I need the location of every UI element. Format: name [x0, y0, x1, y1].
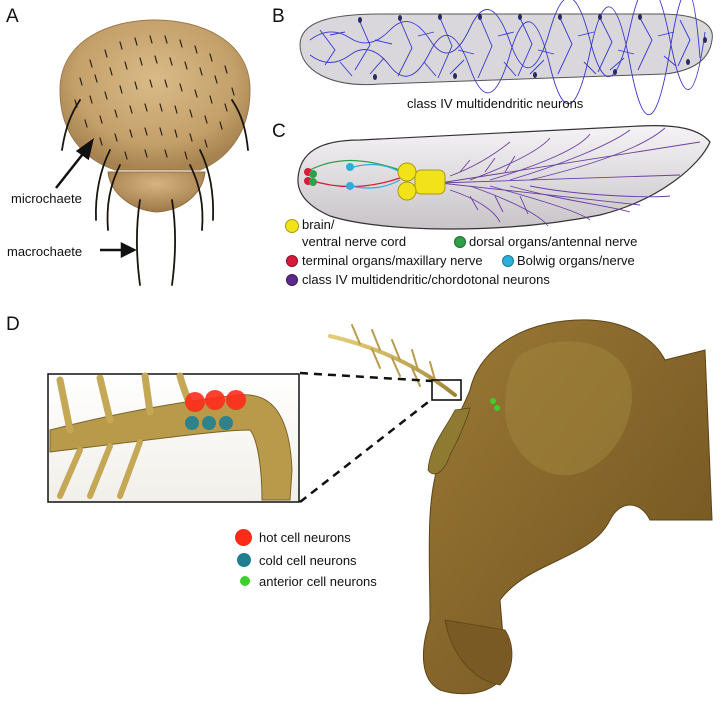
larva-body-b	[299, 13, 713, 86]
legend-label-bolwig: Bolwig organs/nerve	[517, 253, 635, 268]
larva-body-c	[297, 125, 711, 230]
label-macrochaete: macrochaete	[7, 244, 83, 259]
brain-lobe-lower	[397, 181, 417, 201]
legend-label-brain-line1: brain/	[302, 217, 335, 232]
legend-label-brain-line2: ventral nerve cord	[302, 234, 407, 249]
panel-letter-b: B	[272, 6, 285, 27]
legend-dot-terminal	[286, 255, 298, 267]
legend-label-cold: cold cell neurons	[259, 553, 357, 568]
fly-eye-region	[505, 341, 632, 476]
notum-shape	[59, 19, 251, 171]
panel-letter-c: C	[272, 121, 286, 142]
label-microchaete: microchaete	[11, 191, 82, 206]
panel-b-caption: class IV multidendritic neurons	[407, 96, 584, 111]
legend-dot-bolwig	[502, 255, 514, 267]
fly-proboscis	[444, 619, 513, 686]
legend-dot-dorsal	[454, 236, 466, 248]
dendrite-network	[309, 0, 706, 115]
legend-label-md: class IV multidendritic/chordotonal neur…	[302, 272, 550, 287]
legend-label-terminal: terminal organs/maxillary nerve	[302, 253, 483, 268]
panel-letter-a: A	[6, 6, 19, 27]
legend-dot-brain	[285, 219, 299, 233]
microchaete-hairs	[74, 35, 235, 160]
inset-neurons	[185, 390, 246, 430]
legend-dot-hot	[235, 529, 252, 546]
panel-letter-d: D	[6, 314, 20, 335]
arista	[328, 334, 457, 397]
macrochaete-bristles	[61, 99, 249, 286]
arista-branches	[351, 324, 436, 387]
legend-dot-cold	[237, 553, 251, 567]
legend-dot-md	[286, 274, 298, 286]
md-nerves	[439, 127, 701, 227]
annotation-arrows	[55, 138, 137, 259]
neuron-somata	[358, 14, 707, 80]
legend-label-dorsal: dorsal organs/antennal nerve	[469, 234, 638, 249]
legend-label-anterior: anterior cell neurons	[259, 574, 377, 589]
zoom-box	[431, 379, 462, 401]
ventral-nerve-cord	[414, 169, 446, 195]
fly-head	[422, 319, 713, 695]
legend-dot-anterior	[240, 576, 250, 586]
antenna-arm	[427, 407, 471, 475]
scutellum-shape	[107, 171, 206, 213]
brain-lobe-upper	[397, 162, 417, 182]
legend-label-hot: hot cell neurons	[259, 530, 351, 545]
